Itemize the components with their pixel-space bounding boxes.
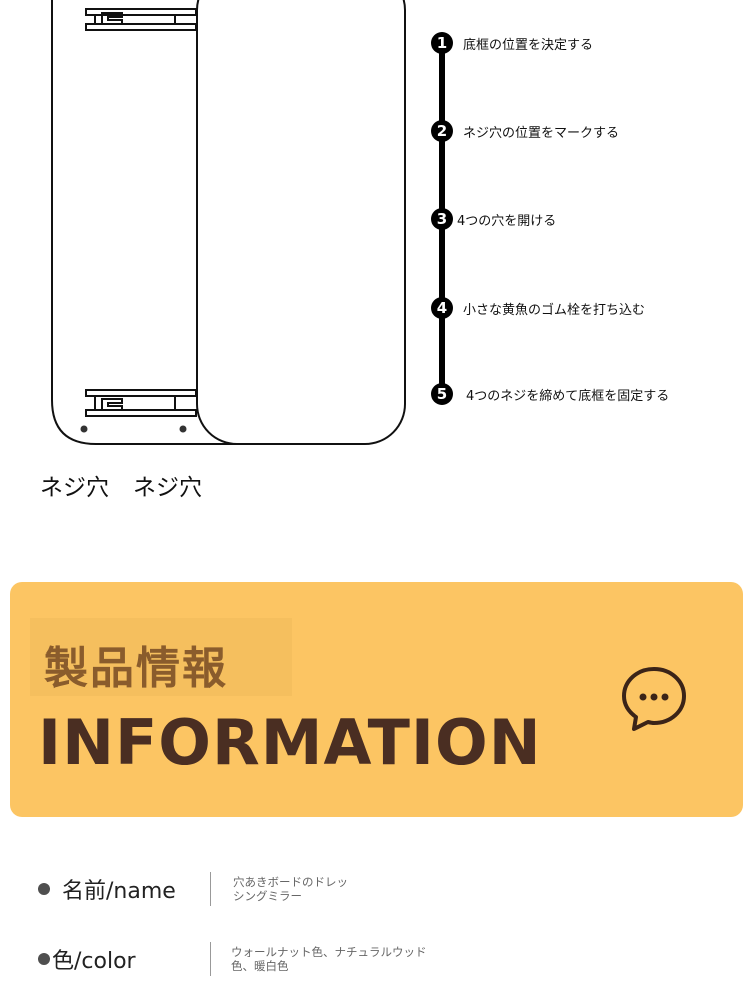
- banner-title-jp-box: 製品情報: [30, 618, 292, 696]
- step-4: 4 小さな黄魚のゴム栓を打ち込む: [431, 297, 645, 319]
- step-label: 4つの穴を開ける: [457, 213, 557, 229]
- screw-hole-label: ネジ穴: [40, 475, 109, 501]
- step-number: 1: [431, 32, 453, 54]
- step-label: 小さな黄魚のゴム栓を打ち込む: [463, 302, 646, 318]
- step-number: 2: [431, 120, 453, 142]
- step-number: 5: [431, 383, 453, 405]
- info-key: 名前/name: [62, 879, 176, 904]
- screw-hole-labels: ネジ穴 ネジ穴: [40, 468, 202, 502]
- banner-title-jp: 製品情報: [44, 643, 228, 694]
- screw-hole: [80, 425, 88, 433]
- step-5: 5 4つのネジを締めて底框を固定する: [431, 383, 669, 405]
- banner-title-en: INFORMATION: [38, 706, 542, 779]
- bullet-icon: [38, 883, 50, 895]
- top-bracket: [85, 8, 197, 31]
- divider: [210, 872, 211, 906]
- step-1: 1 底框の位置を決定する: [431, 32, 593, 54]
- info-row-name: 名前/name 穴あきボードのドレッシングミラー: [38, 872, 353, 906]
- divider: [210, 942, 211, 976]
- step-number: 4: [431, 297, 453, 319]
- step-label: ネジ穴の位置をマークする: [463, 125, 620, 141]
- step-label: 4つのネジを締めて底框を固定する: [466, 388, 670, 404]
- step-2: 2 ネジ穴の位置をマークする: [431, 120, 619, 142]
- chat-bubble-icon: [622, 667, 686, 731]
- bullet-icon: [38, 953, 50, 965]
- info-key: 色/color: [52, 949, 136, 974]
- info-value: 穴あきボードのドレッシングミラー: [233, 875, 348, 903]
- mirror-installation-diagram: [51, 0, 406, 445]
- screw-hole: [179, 425, 187, 433]
- bottom-bracket: [85, 389, 197, 417]
- step-number: 3: [431, 208, 453, 230]
- screw-hole-label: ネジ穴: [133, 475, 202, 501]
- info-row-color: 色/color ウォールナット色、ナチュラルウッド色、暖白色: [38, 942, 446, 976]
- mirror-panel: [196, 0, 406, 445]
- step-label: 底框の位置を決定する: [463, 37, 594, 53]
- info-value: ウォールナット色、ナチュラルウッド色、暖白色: [231, 945, 427, 973]
